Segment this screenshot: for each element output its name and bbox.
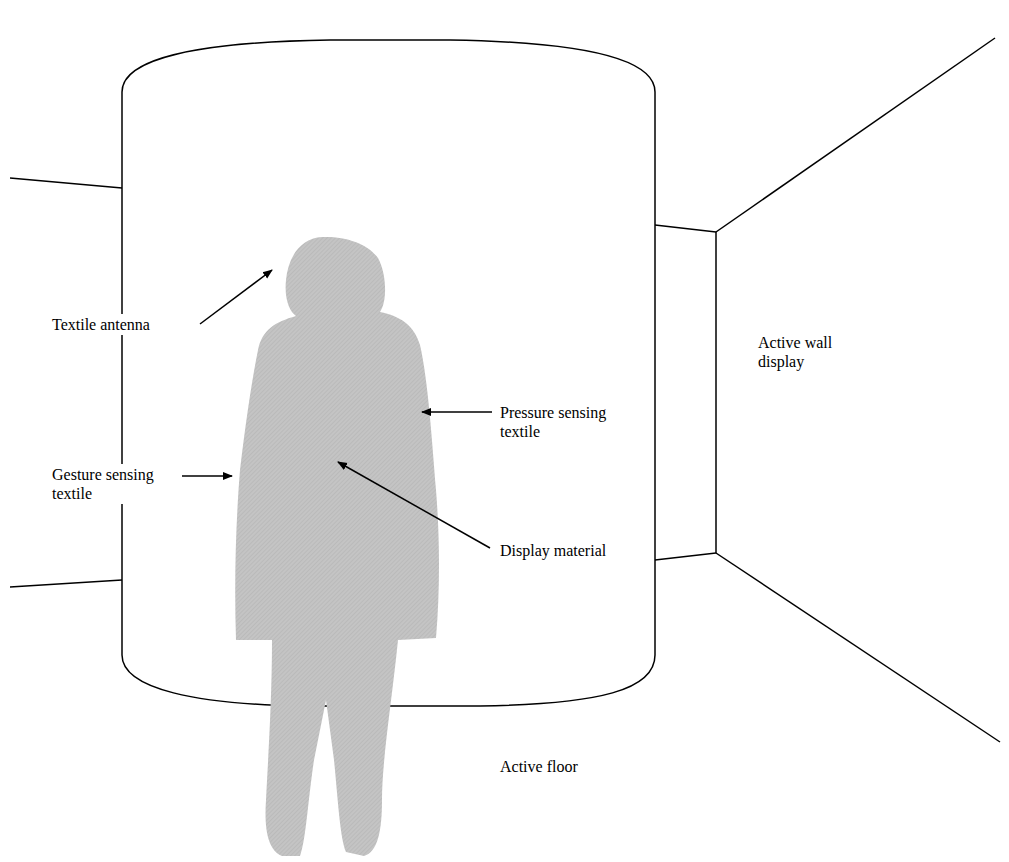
gesture-label: Gesture sensing textile	[50, 464, 178, 504]
pressure-label: Pressure sensing textile	[498, 402, 642, 442]
person-silhouette	[235, 237, 439, 856]
wall-label: Active wall display	[756, 332, 860, 372]
leader-arrows	[182, 270, 492, 548]
room-lines	[10, 38, 1000, 742]
display-label: Display material	[498, 540, 608, 561]
floor-label: Active floor	[498, 756, 580, 777]
antenna-label: Textile antenna	[50, 314, 152, 335]
